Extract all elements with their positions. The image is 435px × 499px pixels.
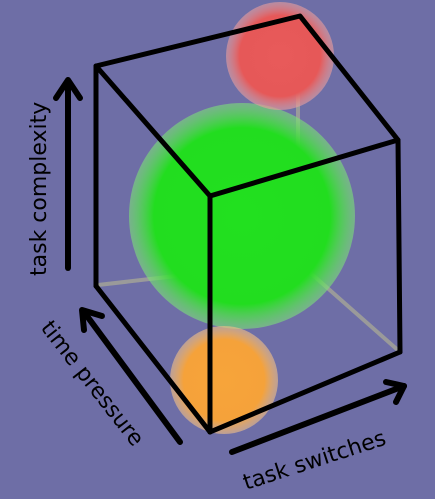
green-sphere bbox=[129, 103, 355, 329]
horizontal-axis-label: task switches bbox=[240, 426, 389, 496]
red-sphere bbox=[226, 2, 334, 110]
back-right-edge bbox=[398, 140, 400, 352]
depth-axis-label: time pressure bbox=[35, 316, 148, 451]
vertical-axis-label: task complexity bbox=[27, 102, 52, 276]
vertical-axis-arrow bbox=[56, 80, 80, 268]
orange-sphere bbox=[170, 326, 278, 434]
